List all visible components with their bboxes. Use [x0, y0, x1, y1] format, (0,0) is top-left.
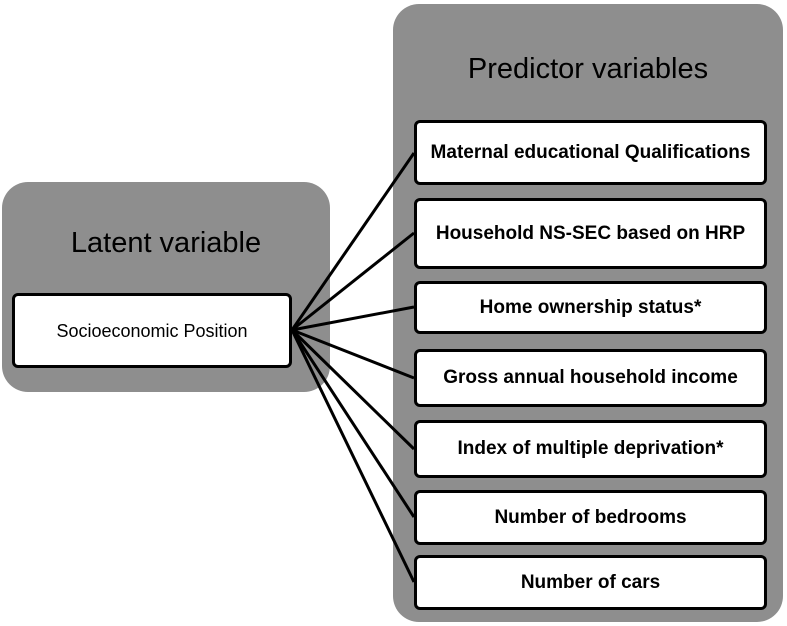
latent-variable-title: Latent variable	[70, 227, 262, 259]
predictor-maternal-education: Maternal educational Qualifications	[414, 120, 767, 185]
socioeconomic-position-node: Socioeconomic Position	[12, 293, 292, 368]
predictor-bedrooms: Number of bedrooms	[414, 490, 767, 545]
predictor-variables-title: Predictor variables	[467, 53, 709, 85]
predictor-household-ns-sec: Household NS-SEC based on HRP	[414, 198, 767, 269]
predictor-home-ownership: Home ownership status*	[414, 281, 767, 334]
predictor-cars: Number of cars	[414, 555, 767, 610]
predictor-household-income: Gross annual household income	[414, 349, 767, 407]
predictor-deprivation-index: Index of multiple deprivation*	[414, 420, 767, 478]
